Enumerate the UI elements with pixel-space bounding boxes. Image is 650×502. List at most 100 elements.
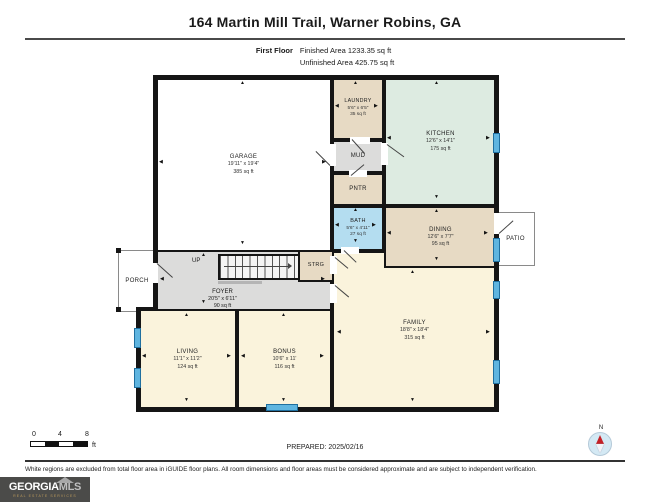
wall-step — [136, 307, 158, 311]
floor-info: First Floor Finished Area 1233.35 sq ft … — [0, 45, 650, 68]
room-bath-dims: 5'6" x 4'11" — [346, 225, 370, 231]
room-strg-label: STRG — [307, 262, 325, 269]
floor-areas: Finished Area 1233.35 sq ft Unfinished A… — [300, 45, 394, 68]
porch-post — [116, 248, 121, 253]
measure-arrow-icon: ▲ — [184, 312, 189, 318]
measure-arrow-icon: ▼ — [201, 299, 206, 305]
logo-georgia-text: GEORGIA — [8, 481, 59, 493]
measure-arrow-icon: ▶ — [372, 222, 376, 228]
room-kitchen-dims: 12'6" x 14'1" — [425, 138, 456, 145]
window — [134, 368, 141, 388]
georgia-mls-logo: GEORGIA MLS REAL ESTATE SERVICES — [0, 477, 90, 502]
room-bath-area: 27 sq ft — [350, 232, 366, 238]
measure-arrow-icon: ◀ — [142, 353, 146, 359]
door-strg — [330, 256, 337, 274]
unfinished-area: Unfinished Area 425.75 sq ft — [299, 57, 395, 67]
measure-arrow-icon: ▲ — [353, 80, 358, 86]
room-pntr-label: PNTR — [349, 186, 367, 193]
room-pntr: PNTR — [332, 173, 384, 206]
measure-arrow-icon: ◀ — [159, 159, 163, 165]
measure-arrow-icon: ▶ — [322, 159, 326, 165]
compass-rose-icon — [588, 432, 612, 456]
logo-tagline: REAL ESTATE SERVICES — [13, 494, 77, 498]
page-title: 164 Martin Mill Trail, Warner Robins, GA — [188, 14, 462, 30]
door-dining-patio — [494, 213, 501, 234]
door-bath — [341, 247, 359, 254]
room-foyer-dims: 20'5" x 6'11" — [208, 296, 237, 303]
measure-arrow-icon: ▼ — [434, 194, 439, 200]
room-bath: BATH 5'6" x 4'11" 27 sq ft — [332, 206, 384, 251]
window — [493, 133, 500, 153]
measure-arrow-icon: ◀ — [337, 329, 341, 335]
measure-arrow-icon: ▼ — [434, 256, 439, 262]
wall-top — [153, 75, 499, 80]
room-laundry: LAUNDRY 5'6" x 6'5" 35 sq ft — [332, 77, 384, 140]
room-family-dims: 18'8" x 18'4" — [399, 327, 430, 334]
room-mud-label: MUD — [350, 153, 366, 160]
prepared-date: PREPARED: 2025/02/16 — [286, 444, 364, 451]
room-patio-label: PATIO — [506, 235, 525, 242]
room-dining-area: 95 sq ft — [431, 241, 450, 248]
room-living-dims: 11'1" x 11'2" — [173, 356, 202, 363]
room-kitchen: KITCHEN 12'6" x 14'1" 175 sq ft — [384, 77, 497, 206]
room-laundry-area: 35 sq ft — [350, 112, 366, 118]
measure-arrow-icon: ▼ — [410, 397, 415, 403]
measure-arrow-icon: ▶ — [486, 329, 490, 335]
floor-label: First Floor — [255, 46, 293, 55]
window — [134, 328, 141, 348]
measure-arrow-icon: ◀ — [241, 353, 245, 359]
room-bonus-area: 116 sq ft — [274, 363, 295, 370]
scale-tick-4: 4 — [58, 431, 62, 438]
measure-arrow-icon: ◀ — [335, 103, 339, 109]
measure-arrow-icon: ▼ — [353, 238, 358, 244]
scale-bar: 0 4 8 ft — [30, 431, 105, 449]
measure-arrow-icon: ▼ — [281, 397, 286, 403]
scale-tick-0: 0 — [32, 431, 36, 438]
room-living-label: LIVING — [176, 349, 199, 356]
stairs-up-label: UP — [192, 258, 201, 264]
finished-area: Finished Area 1233.35 sq ft — [299, 46, 392, 55]
measure-arrow-icon: ◀ — [387, 135, 391, 141]
measure-arrow-icon: ▼ — [184, 397, 189, 403]
measure-arrow-icon: ▲ — [434, 208, 439, 214]
compass-north-label: N — [598, 425, 604, 431]
room-porch: PORCH — [118, 250, 156, 312]
measure-arrow-icon: ▶ — [484, 230, 488, 236]
room-laundry-label: LAUNDRY — [344, 98, 372, 105]
room-laundry-dims: 5'6" x 6'5" — [347, 105, 369, 111]
measure-arrow-icon: ▶ — [321, 276, 325, 282]
measure-arrow-icon: ◀ — [387, 230, 391, 236]
room-garage-label: GARAGE — [229, 154, 258, 161]
door-pntr — [349, 170, 367, 177]
room-living-area: 124 sq ft — [177, 363, 198, 370]
window — [493, 281, 500, 299]
door-foyer-family — [330, 284, 337, 303]
room-kitchen-area: 175 sq ft — [430, 145, 451, 152]
scale-unit: ft — [92, 442, 96, 449]
room-bonus: BONUS 10'6" x 11' 116 sq ft — [237, 309, 332, 410]
measure-arrow-icon: ▲ — [353, 207, 358, 213]
door-garage-mud — [329, 144, 336, 166]
measure-arrow-icon: ▶ — [374, 103, 378, 109]
logo-mls-text: MLS — [58, 481, 82, 493]
room-bath-label: BATH — [350, 218, 366, 225]
measure-arrow-icon: ▲ — [201, 252, 206, 258]
window — [493, 238, 500, 262]
door-porch-foyer — [151, 263, 158, 283]
staircase — [218, 254, 300, 280]
measure-arrow-icon: ▶ — [320, 353, 324, 359]
room-bonus-dims: 10'6" x 11' — [272, 356, 297, 363]
footer-divider — [25, 460, 625, 462]
room-bonus-label: BONUS — [273, 349, 296, 356]
room-foyer-label: FOYER 20'5" x 6'11" 90 sq ft — [165, 288, 280, 310]
room-garage-dims: 19'11" x 19'4" — [227, 161, 260, 168]
room-dining: DINING 12'6" x 7'7" 95 sq ft — [384, 206, 497, 268]
compass: N — [588, 425, 614, 456]
stairs-landing — [218, 281, 262, 284]
disclaimer-text: White regions are excluded from total fl… — [25, 466, 537, 473]
measure-arrow-icon: ▶ — [486, 135, 490, 141]
wall-left-upper — [153, 75, 158, 311]
door-mud-kitchen — [381, 143, 388, 165]
